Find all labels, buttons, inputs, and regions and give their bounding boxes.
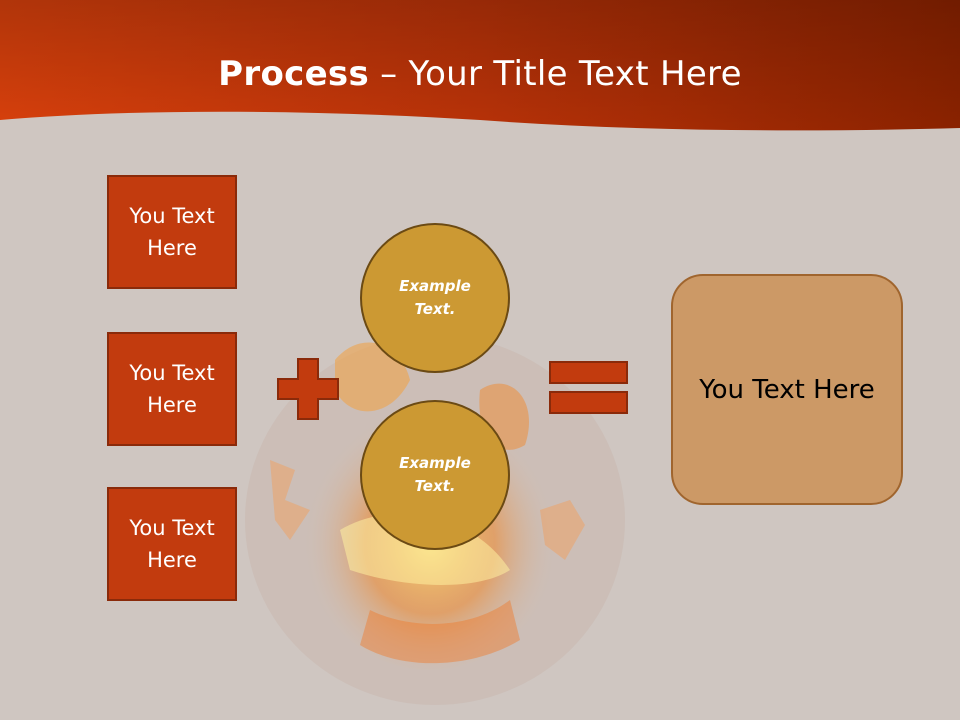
input-box-2-label: You Text Here [129,361,215,417]
input-box-3: You Text Here [107,487,237,601]
example-circle-1: Example Text. [360,223,510,373]
result-box-label: You Text Here [699,374,875,405]
title-dash: – [369,54,409,94]
input-box-1-label: You Text Here [129,204,215,260]
header-band [0,0,960,131]
example-circle-1-label: Example Text. [399,277,471,318]
title-rest: Your Title Text Here [408,54,742,94]
example-circle-2: Example Text. [360,400,510,550]
input-box-3-label: You Text Here [129,516,215,572]
equals-icon [549,361,628,414]
input-box-2: You Text Here [107,332,237,446]
input-box-1: You Text Here [107,175,237,289]
plus-icon [277,358,339,420]
result-box: You Text Here [671,274,903,505]
slide-title: Process – Your Title Text Here [0,50,960,98]
example-circle-2-label: Example Text. [399,454,471,495]
title-bold: Process [218,54,370,94]
